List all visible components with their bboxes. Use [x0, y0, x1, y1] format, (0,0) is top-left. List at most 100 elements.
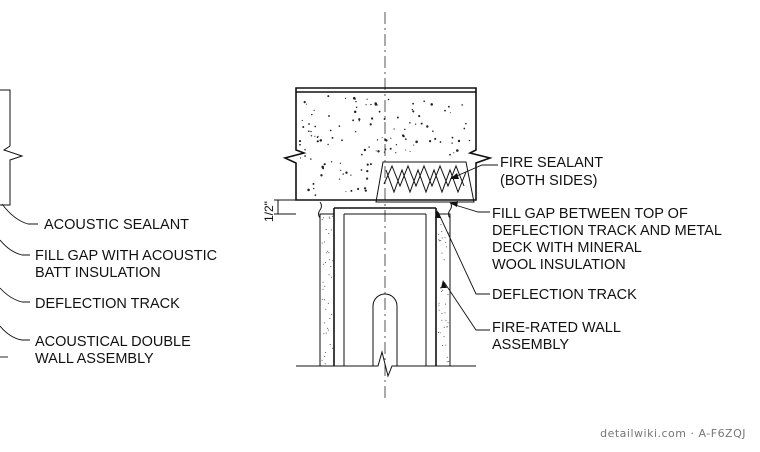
- concrete-aggregate-dot: [316, 140, 319, 143]
- concrete-aggregate-dot: [300, 157, 302, 159]
- gypsum-dot: [445, 246, 447, 248]
- concrete-aggregate-dot: [376, 104, 379, 106]
- left-leader-wall: [0, 325, 30, 341]
- concrete-aggregate-dot: [461, 104, 463, 106]
- gypsum-dot: [440, 240, 442, 242]
- concrete-aggregate-dot: [329, 129, 332, 132]
- concrete-aggregate-dot: [331, 136, 334, 139]
- gypsum-stipple: [321, 215, 450, 365]
- concrete-aggregate-dot: [355, 100, 357, 103]
- concrete-aggregate-dot: [423, 100, 426, 102]
- left-label-fill-gap-line1: FILL GAP WITH ACOUSTIC: [35, 248, 217, 264]
- gypsum-dot: [438, 302, 440, 304]
- concrete-aggregate-dot: [363, 187, 367, 190]
- concrete-aggregate-dot: [383, 151, 385, 153]
- concrete-aggregate-dot: [453, 152, 455, 154]
- gypsum-dot: [327, 329, 329, 331]
- concrete-aggregate-dot: [411, 108, 413, 111]
- label-fill-gap-line4: WOOL INSULATION: [492, 257, 626, 273]
- concrete-aggregate-dot: [369, 123, 372, 126]
- gypsum-dot: [444, 312, 446, 314]
- watermark: detailwiki.com · A-F6ZQJ: [600, 427, 746, 440]
- concrete-aggregate-dot: [449, 112, 451, 114]
- concrete-aggregate-dot: [314, 125, 317, 128]
- fire-sealant-right: [448, 201, 452, 219]
- concrete-aggregate-dot: [370, 117, 374, 120]
- concrete-aggregate-dot: [313, 109, 315, 112]
- concrete-aggregate-dot: [434, 137, 437, 140]
- concrete-aggregate-dot: [321, 165, 324, 169]
- concrete-aggregate-dot: [354, 98, 356, 100]
- gypsum-dot: [321, 219, 323, 220]
- concrete-aggregate-dot: [344, 97, 347, 100]
- concrete-aggregate-dot: [420, 122, 423, 125]
- concrete-aggregate-dot: [301, 119, 303, 122]
- gypsum-dot: [438, 239, 440, 241]
- concrete-aggregate-dot: [305, 103, 307, 105]
- left-label-fill-gap-line2: BATT INSULATION: [35, 265, 161, 281]
- gypsum-dot: [446, 326, 448, 328]
- concrete-aggregate-dot: [353, 110, 357, 114]
- concrete-aggregate-dot: [365, 104, 367, 106]
- concrete-aggregate-dot: [456, 149, 459, 152]
- concrete-aggregate-dot: [313, 187, 315, 190]
- concrete-aggregate-dot: [366, 98, 368, 100]
- gypsum-dot: [325, 332, 327, 334]
- label-fire-sealant-line2: (BOTH SIDES): [500, 173, 597, 189]
- concrete-aggregate-dot: [369, 163, 372, 166]
- concrete-aggregate-dot: [355, 131, 357, 133]
- gypsum-dot: [323, 217, 324, 219]
- gypsum-dot: [448, 232, 450, 234]
- concrete-aggregate-dot: [304, 155, 306, 157]
- concrete-aggregate-dot: [432, 130, 434, 132]
- leader-fire-rated-wall: [443, 281, 490, 331]
- left-detail: ACOUSTIC SEALANT FILL GAP WITH ACOUSTIC …: [0, 89, 217, 367]
- concrete-aggregate-dot: [396, 116, 399, 119]
- arrow-deflection-track: [435, 210, 441, 218]
- concrete-aggregate-dot: [463, 127, 466, 130]
- gypsum-dot: [321, 298, 323, 300]
- gypsum-dot: [330, 229, 332, 231]
- left-label-acoustical-wall-line1: ACOUSTICAL DOUBLE: [35, 334, 191, 350]
- gypsum-dot: [445, 241, 447, 243]
- concrete-aggregate-dot: [323, 163, 326, 166]
- concrete-aggregate-dot: [355, 106, 358, 109]
- concrete-aggregate-dot: [390, 137, 392, 139]
- leader-fill-gap: [451, 203, 490, 213]
- label-fire-rated-wall-line1: FIRE-RATED WALL: [492, 320, 621, 336]
- leader-fire-sealant: [451, 164, 498, 179]
- dimension-half-inch: 1/2": [262, 201, 276, 222]
- gypsum-dot: [328, 252, 330, 254]
- arrow-fill-gap: [450, 201, 458, 207]
- concrete-aggregate-dot: [342, 173, 344, 175]
- concrete-aggregate-dot: [357, 187, 360, 191]
- concrete-aggregate-dot: [468, 139, 471, 142]
- concrete-stipple: [298, 95, 471, 196]
- label-fire-rated-wall-line2: ASSEMBLY: [492, 337, 569, 353]
- left-label-deflection-track: DEFLECTION TRACK: [35, 296, 180, 312]
- gypsum-dot: [439, 332, 441, 334]
- gypsum-dot: [328, 216, 330, 218]
- gypsum-dot: [443, 326, 445, 328]
- concrete-aggregate-dot: [304, 148, 306, 151]
- gypsum-dot: [328, 274, 330, 276]
- gypsum-dot: [321, 360, 323, 362]
- gypsum-dot: [438, 332, 439, 333]
- label-fire-sealant-line1: FIRE SEALANT: [500, 155, 603, 171]
- label-fill-gap-line2: DEFLECTION TRACK AND METAL: [492, 223, 722, 239]
- left-label-acoustic-sealant: ACOUSTIC SEALANT: [44, 217, 189, 233]
- concrete-aggregate-dot: [320, 174, 323, 177]
- gypsum-dot: [445, 344, 447, 346]
- concrete-aggregate-dot: [389, 147, 392, 150]
- gypsum-dot: [325, 308, 327, 310]
- gypsum-dot: [444, 237, 446, 239]
- gypsum-dot: [331, 276, 332, 278]
- concrete-aggregate-dot: [302, 126, 305, 128]
- concrete-slab: [282, 87, 493, 201]
- mineral-wool-insulation-2: [383, 164, 465, 188]
- stud-flanges: [343, 213, 427, 366]
- label-fill-gap-line1: FILL GAP BETWEEN TOP OF: [492, 206, 688, 222]
- gypsum-dot: [445, 319, 447, 321]
- gypsum-dot: [441, 231, 443, 232]
- concrete-aggregate-dot: [405, 149, 407, 151]
